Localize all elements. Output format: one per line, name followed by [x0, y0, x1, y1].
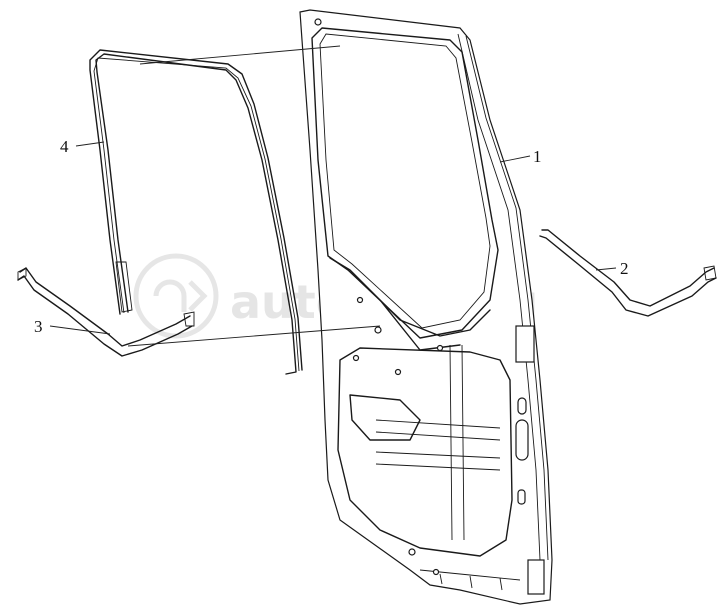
seal-strip-right-end	[703, 265, 717, 281]
seal-strip-right-body	[541, 229, 715, 307]
lower-seal-strip-right	[539, 229, 717, 317]
leader-line-4-top	[139, 45, 341, 65]
seal-strip-right-body-inner	[539, 235, 717, 317]
glass-run-channel	[89, 49, 303, 375]
callout-1: 1	[533, 147, 542, 166]
leader-line-1	[499, 155, 531, 163]
door-slot-upper	[517, 397, 527, 415]
leader-line-3-to-door	[127, 325, 381, 347]
door-slot-lower	[517, 489, 526, 505]
regulator-rail-a	[375, 419, 501, 471]
glass-run-channel-outer	[95, 53, 297, 375]
leader-line-3	[49, 325, 111, 335]
callout-3: 3	[34, 317, 43, 336]
callout-2: 2	[620, 259, 629, 278]
callouts: 1 2 3 4	[34, 137, 629, 336]
a-arrow-logo-icon	[133, 253, 219, 339]
leader-line-2	[595, 267, 617, 271]
door-edge-trim	[465, 35, 549, 561]
callout-4: 4	[60, 137, 69, 156]
regulator-mechanism	[329, 257, 491, 441]
door-hinge-lower	[527, 559, 545, 595]
seal-strip-left-body-inner	[17, 275, 193, 357]
glass-run-channel-mid	[93, 57, 300, 372]
door-panel	[299, 9, 553, 605]
regulator-rail-b	[449, 344, 465, 541]
glass-run-channel-inner	[89, 49, 303, 371]
door-edge-trim-inner	[457, 33, 541, 561]
glass-run-channel-lower-tab	[115, 261, 133, 313]
seal-strip-left-end	[17, 267, 195, 327]
door-outer-shell	[299, 9, 553, 605]
door-holes	[314, 18, 444, 576]
door-window-inner-edge	[319, 33, 491, 329]
door-hinge-upper	[515, 325, 535, 363]
leader-line-4	[75, 141, 105, 147]
door-inner-cutout	[337, 347, 513, 557]
leader-lines	[49, 45, 617, 347]
door-handle-recess	[515, 419, 529, 461]
door-bottom-details	[419, 569, 521, 591]
